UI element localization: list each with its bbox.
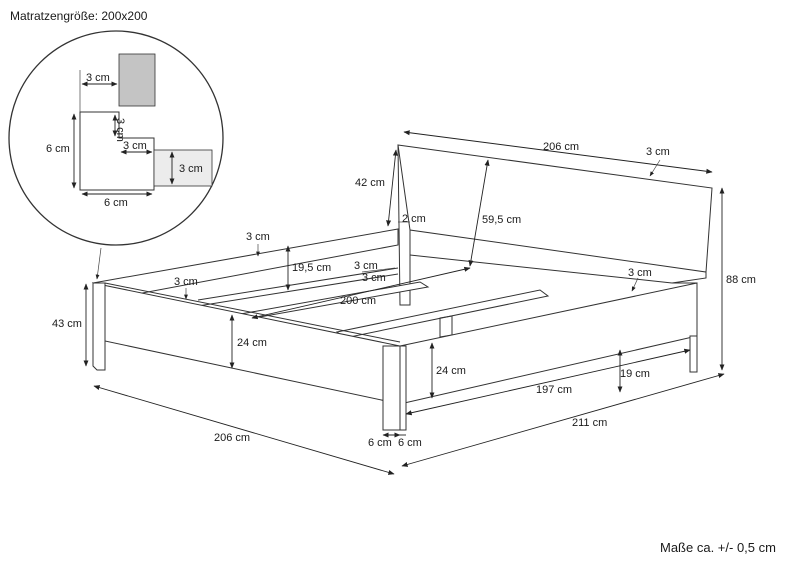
dimensions: 206 cm 3 cm 42 cm 2 cm 59,5 cm 88 cm 3 c… xyxy=(52,130,756,475)
slat-support xyxy=(439,315,453,338)
label-ledge-b: 3 cm xyxy=(362,272,386,284)
label-foot-height: 43 cm xyxy=(52,318,82,330)
label-side-height: 19,5 cm xyxy=(292,262,331,274)
label-inner-width: 197 cm xyxy=(536,384,572,396)
dim-inner-length xyxy=(251,266,471,320)
leg-front-side xyxy=(399,345,407,431)
leg-front-left xyxy=(382,345,401,431)
label-right-thickness: 3 cm xyxy=(628,267,652,279)
profile-detail: 3 cm 6 cm 3 cm 3 cm 6 cm 3 cm xyxy=(8,30,224,246)
leg-front-right xyxy=(689,335,698,373)
label-leg-b: 6 cm xyxy=(398,437,422,449)
dim-headboard-slope xyxy=(468,159,490,267)
label-leg-height: 19 cm xyxy=(620,368,650,380)
detail-label-rail-height: 6 cm xyxy=(46,143,70,155)
label-headboard-height: 42 cm xyxy=(355,177,385,189)
headboard-post-right xyxy=(671,272,707,284)
label-foot-panel: 24 cm xyxy=(436,365,466,377)
label-headboard-length: 206 cm xyxy=(543,141,579,153)
detail-leader xyxy=(95,247,102,280)
dim-headboard-length xyxy=(403,130,713,174)
detail-label-slat-height: 3 cm xyxy=(179,163,203,175)
label-inner-length: 200 cm xyxy=(340,295,376,307)
dim-width xyxy=(93,385,395,475)
label-total-height: 88 cm xyxy=(726,274,756,286)
headboard-panel xyxy=(397,144,713,273)
detail-slat-section xyxy=(153,149,213,187)
mattress-size-title: Matratzengröße: 200x200 xyxy=(10,9,148,23)
label-side-thickness: 3 cm xyxy=(246,231,270,243)
dim-headboard-height xyxy=(386,149,398,227)
detail-label-post-width: 3 cm xyxy=(86,72,110,84)
label-headboard-gap: 2 cm xyxy=(402,213,426,225)
tolerance-note: Maße ca. +/- 0,5 cm xyxy=(660,540,776,555)
label-leg-a: 6 cm xyxy=(368,437,392,449)
detail-label-ledge-height: 3 cm xyxy=(114,118,126,142)
lead-headboard-thickness xyxy=(649,159,661,177)
lead-right-thickness xyxy=(631,277,639,292)
label-side-panel: 24 cm xyxy=(237,337,267,349)
detail-label-ledge-depth: 3 cm xyxy=(123,140,147,152)
detail-rail-profile xyxy=(79,111,155,191)
dim-length xyxy=(401,373,725,467)
label-left-thickness: 3 cm xyxy=(174,276,198,288)
label-width: 206 cm xyxy=(214,432,250,444)
label-headboard-thickness: 3 cm xyxy=(646,146,670,158)
detail-post-section xyxy=(118,53,156,107)
leg-back-left xyxy=(92,282,106,371)
detail-label-base-width: 6 cm xyxy=(104,197,128,209)
right-rail-top-edge xyxy=(409,254,673,284)
label-length: 211 cm xyxy=(572,417,607,429)
label-ledge-a: 3 cm xyxy=(354,260,378,272)
label-headboard-slope: 59,5 cm xyxy=(482,214,521,226)
